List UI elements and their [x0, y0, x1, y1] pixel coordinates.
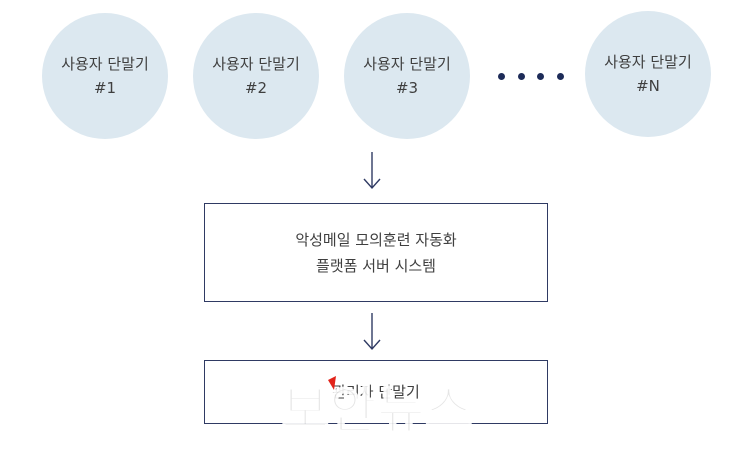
ellipsis-dots	[498, 66, 564, 86]
user-terminal-1-label: 사용자 단말기	[61, 55, 149, 73]
arrow-down-icon	[362, 313, 382, 351]
admin-terminal-box: 관리자 단말기	[204, 360, 548, 424]
ellipsis-dot	[498, 72, 505, 80]
server-system-box: 악성메일 모의훈련 자동화 플랫폼 서버 시스템	[204, 203, 548, 302]
user-terminal-2-label: 사용자 단말기	[212, 55, 300, 73]
ellipsis-dot	[517, 72, 525, 80]
user-terminal-n-number: #N	[636, 77, 660, 95]
user-terminal-2-number: #2	[244, 79, 268, 97]
server-system-line1: 악성메일 모의훈련 자동화	[295, 230, 457, 249]
server-system-line2: 플랫폼 서버 시스템	[316, 256, 436, 275]
ellipsis-dot	[556, 72, 564, 80]
user-terminal-2: 사용자 단말기 #2	[193, 13, 319, 139]
user-terminal-3-label: 사용자 단말기	[363, 55, 451, 73]
ellipsis-dot	[537, 72, 545, 80]
user-terminal-n-label: 사용자 단말기	[604, 53, 692, 71]
user-terminal-1: 사용자 단말기 #1	[42, 13, 168, 139]
user-terminal-1-number: #1	[93, 79, 117, 97]
arrow-down-icon	[362, 152, 382, 190]
admin-terminal-label: 관리자 단말기	[332, 383, 420, 401]
user-terminal-3-number: #3	[395, 79, 419, 97]
user-terminal-3: 사용자 단말기 #3	[344, 13, 470, 139]
user-terminal-n: 사용자 단말기 #N	[585, 11, 711, 137]
